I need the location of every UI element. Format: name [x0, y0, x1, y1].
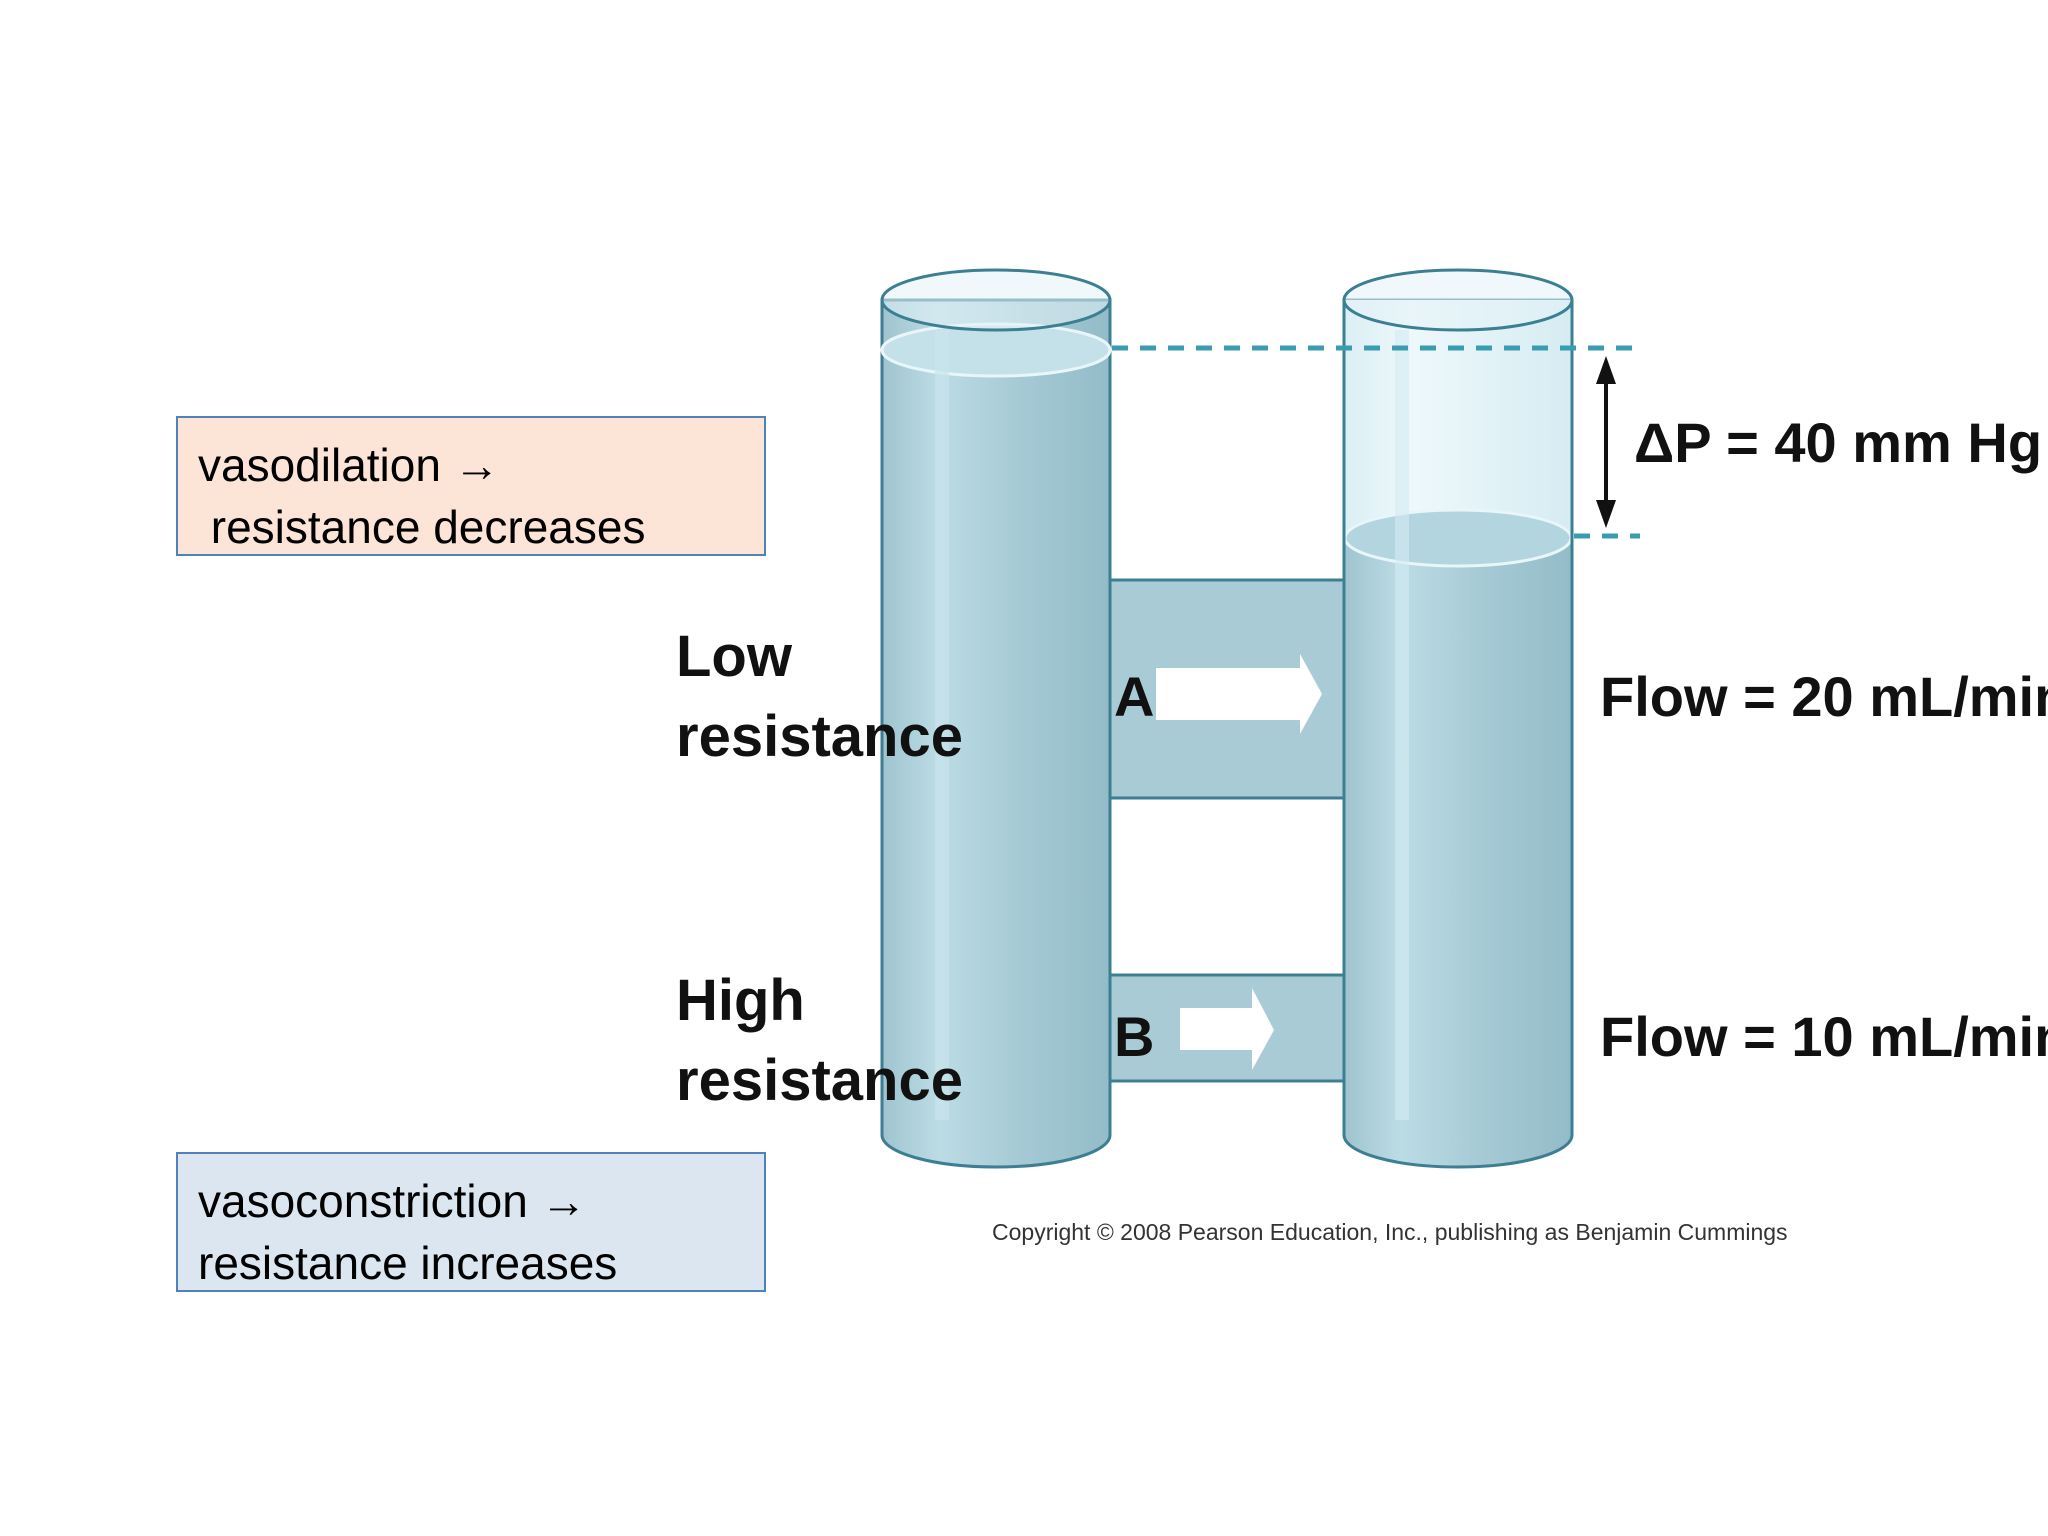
right-reservoir [1342, 268, 1574, 1169]
tube-b-label: B [1114, 1005, 1154, 1068]
vasoconstriction-callout-line2: resistance increases [198, 1237, 618, 1289]
flow-a-label: Flow = 20 mL/min [1600, 665, 2048, 728]
vasodilation-callout: vasodilation → resistance decreases [176, 416, 766, 556]
vasodilation-callout-line2: resistance decreases [198, 501, 646, 553]
left-reservoir [880, 268, 1112, 1169]
tube-a-label: A [1114, 665, 1154, 728]
low-resistance-label-line2: resistance [676, 704, 963, 769]
vasoconstriction-callout: vasoconstriction → resistance increases [176, 1152, 766, 1292]
high-resistance-label-line2: resistance [676, 1048, 963, 1113]
flow-b-label: Flow = 10 mL/min [1600, 1005, 2048, 1068]
pressure-difference-arrow-icon [1596, 356, 1616, 528]
low-resistance-label-line1: Low [676, 624, 793, 689]
pressure-difference-label: ΔP = 40 mm Hg [1634, 411, 2042, 474]
copyright-notice: Copyright © 2008 Pearson Education, Inc.… [992, 1219, 1788, 1245]
flow-arrow-b-icon [1180, 988, 1274, 1070]
vasoconstriction-callout-line1: vasoconstriction → [198, 1175, 587, 1227]
vasodilation-callout-line1: vasodilation → [198, 439, 500, 491]
high-resistance-label-line1: High [676, 968, 805, 1033]
flow-arrow-a-icon [1156, 654, 1322, 734]
